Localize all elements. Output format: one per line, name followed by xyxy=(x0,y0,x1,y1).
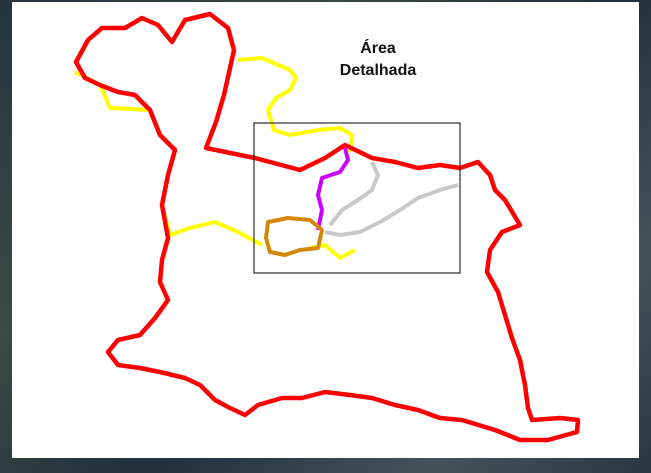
yellow-boundary-north xyxy=(237,56,354,153)
detail-area-label: Área Detalhada xyxy=(318,38,438,82)
gray-line-north xyxy=(328,161,380,227)
outer-boundary xyxy=(73,11,581,443)
orange-area xyxy=(264,216,324,257)
map-panel xyxy=(12,2,639,458)
purple-line xyxy=(316,147,350,231)
gray-line-east xyxy=(324,183,459,237)
detail-area-label-line2: Detalhada xyxy=(339,62,417,79)
detail-area-box xyxy=(253,122,461,274)
yellow-boundary-west xyxy=(74,70,263,247)
detail-area-label-line1: Área xyxy=(360,40,396,57)
